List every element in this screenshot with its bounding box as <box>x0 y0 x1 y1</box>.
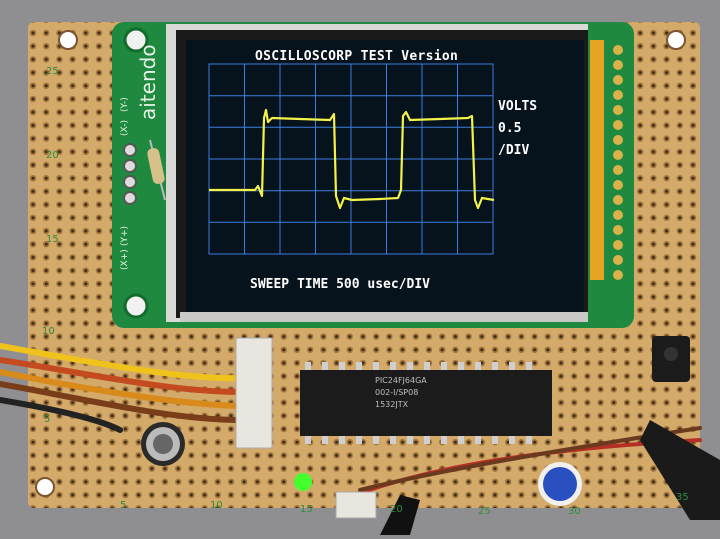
cable-connector <box>235 337 273 449</box>
pin-label-x-minus: (X-) <box>120 120 130 136</box>
row-number-20: 20 <box>46 150 59 161</box>
volts-label: VOLTS <box>498 99 538 114</box>
col-number-5: 5 <box>120 500 127 511</box>
col-number-15: 15 <box>300 504 313 515</box>
resistor <box>147 139 166 201</box>
small-connector <box>335 491 377 519</box>
pin-label-y-plus: (Y+) <box>120 225 130 246</box>
pin-label-x-plus: (X+) <box>120 249 130 270</box>
chip-marking-2: 002-I/SP08 <box>375 388 419 397</box>
pin-label-y-minus: (Y-) <box>120 97 130 112</box>
square-wave-trace <box>209 108 495 210</box>
mount-hole-top-left <box>58 30 78 50</box>
row-number-5: 5 <box>44 414 51 425</box>
scope-graticule <box>208 63 494 255</box>
volts-value: 0.5 <box>498 121 522 136</box>
wires <box>0 343 702 502</box>
flex-cable <box>590 40 604 280</box>
lcd-header-pins <box>613 45 623 280</box>
row-number-10: 10 <box>42 326 55 337</box>
lcd-mount-hole-1 <box>123 27 149 53</box>
probe-lead <box>380 495 420 535</box>
col-number-35: 35 <box>676 492 689 503</box>
chip-marking-3: 1532JTX <box>375 400 409 409</box>
screen-title: OSCILLOSCORP TEST Version <box>255 49 459 64</box>
touch-pins <box>123 143 137 205</box>
aitendo-logo: aitendo <box>136 44 160 120</box>
green-led <box>294 473 312 491</box>
test-clip <box>640 420 720 520</box>
lcd-screen <box>186 40 584 312</box>
col-number-10: 10 <box>210 500 223 511</box>
sweep-time-label: SWEEP TIME 500 usec/DIV <box>250 277 431 292</box>
col-number-30: 30 <box>568 506 581 517</box>
lcd-mount-hole-2 <box>123 293 149 319</box>
chip-pins <box>305 362 532 444</box>
col-number-25: 25 <box>478 506 491 517</box>
lcd-lower-edge <box>180 312 588 322</box>
row-number-25: 25 <box>46 66 59 77</box>
row-number-15: 15 <box>46 234 59 245</box>
volts-unit: /DIV <box>498 143 530 158</box>
chip-marking-1: PIC24FJ64GA <box>375 376 427 385</box>
mount-hole-bottom-left <box>35 477 55 497</box>
microcontroller-chip <box>300 370 552 436</box>
col-number-20: 20 <box>390 504 403 515</box>
mount-hole-top-right <box>666 30 686 50</box>
